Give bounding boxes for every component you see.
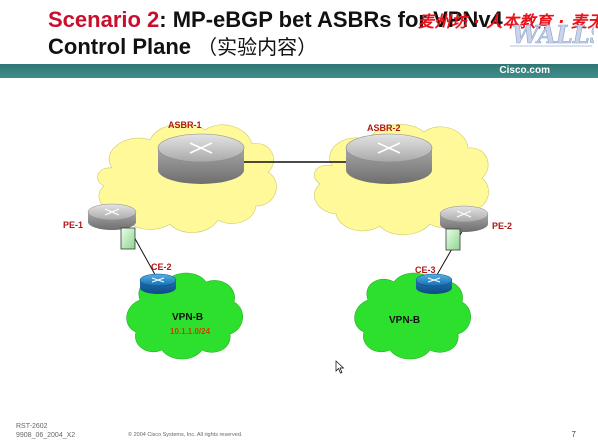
left-vpn-cloud: [126, 272, 243, 360]
title-cn: （实验内容）: [197, 35, 318, 59]
left-vpn-label: VPN-B: [172, 312, 204, 323]
pe1-router-icon: [87, 203, 137, 230]
ce2-label: CE-2: [151, 262, 172, 272]
pe2-interface-box: [445, 228, 461, 251]
title-line2: Control Plane: [48, 34, 192, 59]
watermark-text: 麦州坊 · 人本教育 · 麦无忧: [418, 12, 598, 31]
pe1-label: PE-1: [63, 220, 84, 230]
footer-code: RST-2602: [16, 423, 48, 430]
page-number: 7: [571, 430, 576, 439]
ce2-router-icon: [139, 273, 177, 294]
svg-text:WALLS: WALLS: [512, 20, 594, 48]
copyright-notice: © 2004 Cisco Systems, Inc. All rights re…: [128, 432, 243, 438]
corner-logo: WALLS: [510, 20, 594, 48]
footer-info: RST-2602 9908_06_2004_X2: [16, 422, 75, 440]
left-vpn-prefix: 10.1.1.0/24: [170, 327, 211, 336]
header-bar: [0, 64, 598, 78]
asbr2-label: ASBR-2: [367, 123, 401, 133]
right-vpn-label: VPN-B: [389, 315, 421, 326]
brand-label: Cisco.com: [499, 65, 550, 76]
ce3-router-icon: [415, 273, 453, 294]
pe1-interface-box: [120, 227, 136, 250]
slide-title: Scenario 2: MP-eBGP bet ASBRs for VPNv4 …: [48, 6, 503, 61]
right-vpn-cloud: [354, 272, 471, 360]
ce3-label: CE-3: [415, 265, 436, 275]
title-scenario: Scenario 2: [48, 7, 160, 32]
title-text: : MP-eBGP bet ASBRs for VPNv4: [159, 7, 503, 32]
asbr1-router-icon: [157, 133, 245, 184]
pe2-router-icon: [439, 205, 489, 232]
footer-date: 9908_06_2004_X2: [16, 432, 76, 439]
asbr1-label: ASBR-1: [168, 120, 202, 130]
mouse-cursor-icon: [335, 360, 345, 374]
asbr2-router-icon: [345, 133, 433, 184]
pe2-label: PE-2: [492, 221, 513, 231]
